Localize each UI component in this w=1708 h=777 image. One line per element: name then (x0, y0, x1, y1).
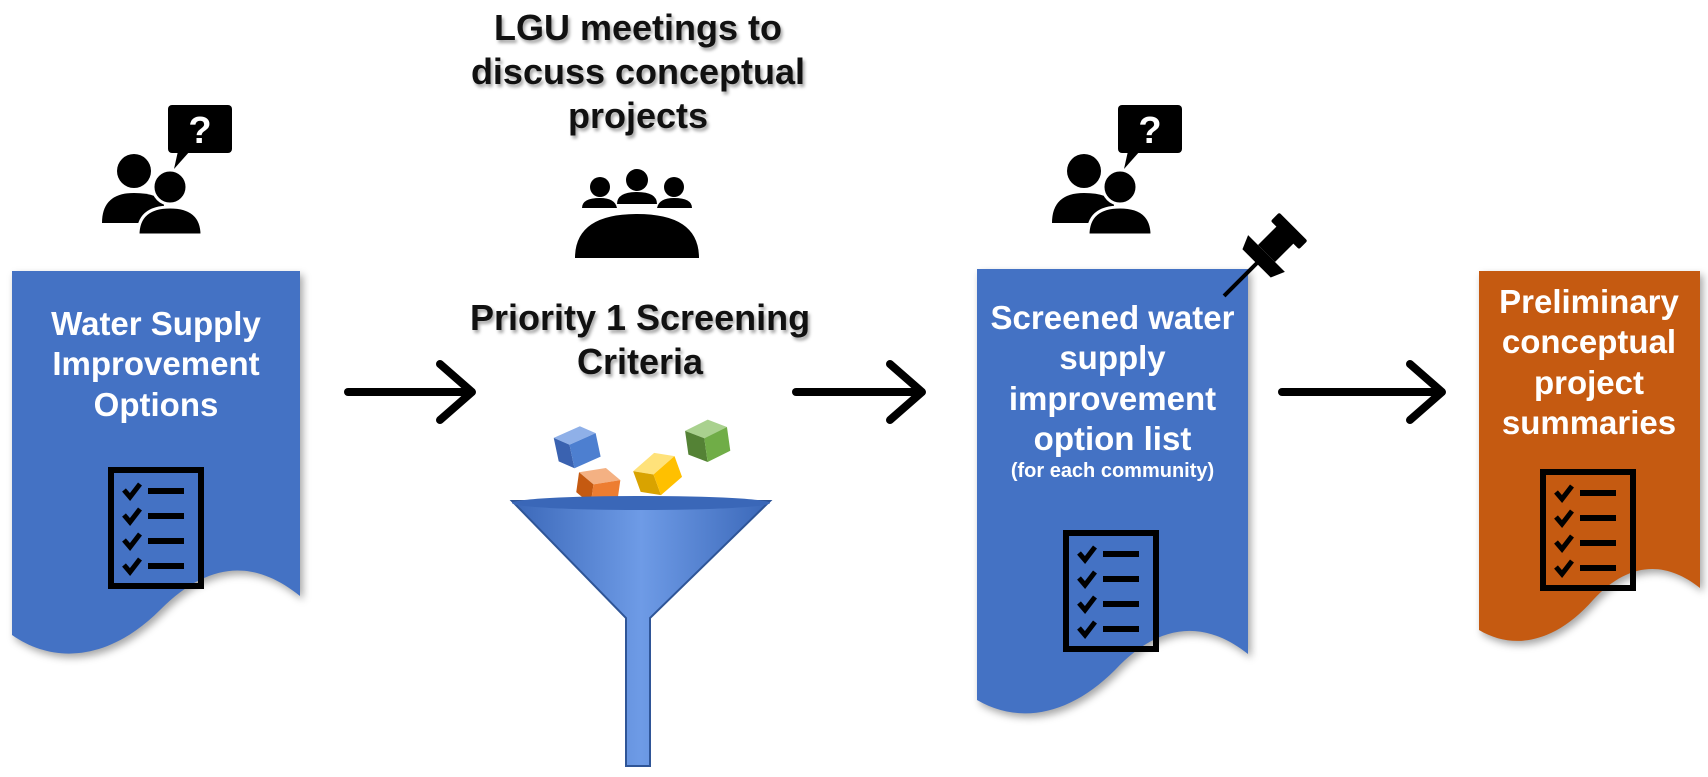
people-question-icon (100, 103, 234, 237)
doc1-title: Water Supply Improvement Options (51, 305, 261, 423)
doc2-note: (for each community) (1010, 460, 1215, 482)
funnel-icon (509, 496, 773, 767)
doc3-title: Preliminary conceptual project summaries (1499, 283, 1679, 441)
doc2-title-text: Screened water supply improvement option… (990, 299, 1235, 457)
doc2-title: Screened water supply improvement option… (985, 298, 1240, 483)
document-project-summaries (1479, 271, 1700, 641)
right-arrow-icon (792, 360, 926, 424)
right-arrow-icon (1278, 360, 1446, 424)
meeting-table-icon (575, 169, 699, 258)
right-arrow-icon (344, 360, 476, 424)
pushpin-icon (1222, 213, 1307, 298)
meeting-label: LGU meetings to discuss conceptual proje… (470, 7, 806, 136)
green-cube-icon (685, 419, 731, 463)
people-question-icon (1050, 103, 1184, 237)
yellow-cube-icon (633, 452, 683, 496)
document-screened-options (977, 269, 1248, 714)
blue-cube-icon (553, 426, 601, 469)
screening-criteria-label: Priority 1 Screening Criteria (469, 297, 811, 382)
document-water-supply-options (12, 271, 300, 654)
